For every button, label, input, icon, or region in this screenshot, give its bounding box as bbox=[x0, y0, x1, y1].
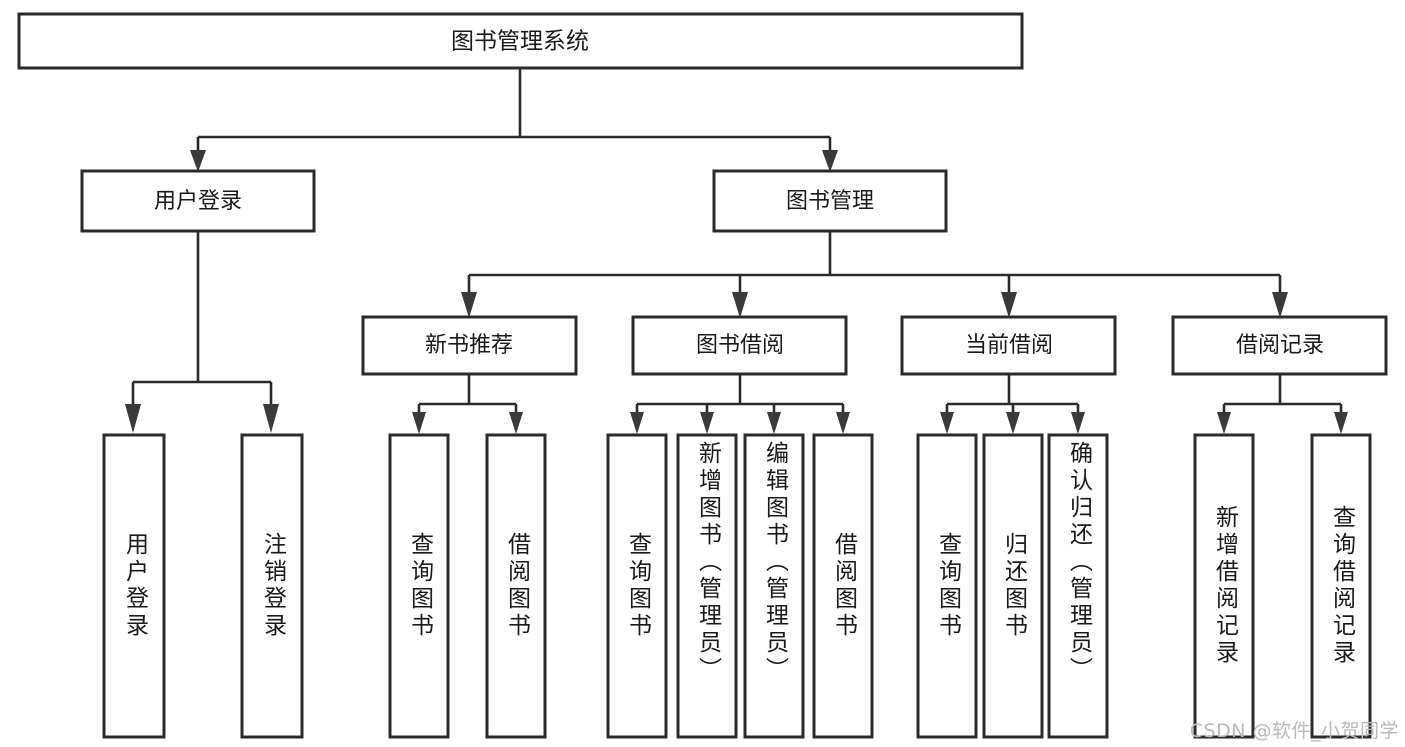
arrowhead-leaf-borrow-book-2 bbox=[836, 412, 850, 434]
leaf-query-book-1-label: 查询图书 bbox=[406, 532, 433, 640]
arrowhead-leaf-query-book-1 bbox=[412, 412, 426, 434]
leaf-edit-book-label: 编辑图书（管理员） bbox=[761, 441, 788, 684]
leaf-logout-login-box[interactable] bbox=[240, 433, 304, 739]
node-root-box[interactable] bbox=[17, 12, 1024, 70]
arrowhead-leaf-logout-login bbox=[263, 404, 279, 433]
arrowhead-book-borrow bbox=[732, 292, 748, 318]
leaf-add-book[interactable]: 新增图书（管理员） bbox=[678, 435, 736, 737]
node-user-login-box[interactable] bbox=[80, 169, 316, 233]
node-current-borrow-label: 当前借阅 bbox=[965, 333, 1053, 358]
leaf-query-book-2[interactable]: 查询图书 bbox=[608, 435, 666, 737]
connectors-layer bbox=[125, 68, 1348, 434]
leaf-query-record-box[interactable] bbox=[1310, 433, 1372, 739]
arrowhead-leaf-add-record bbox=[1217, 412, 1231, 434]
leaf-confirm-return-box[interactable] bbox=[1047, 433, 1109, 739]
leaf-query-record[interactable]: 查询借阅记录 bbox=[1312, 435, 1370, 737]
arrowhead-leaf-borrow-book-1 bbox=[509, 412, 523, 434]
node-book-borrow-label: 图书借阅 bbox=[696, 333, 784, 358]
arrowhead-leaf-query-record bbox=[1334, 412, 1348, 434]
node-borrow-record-box[interactable] bbox=[1171, 315, 1388, 376]
node-book-manage[interactable]: 图书管理 bbox=[712, 169, 948, 233]
leaf-add-book-label: 新增图书（管理员） bbox=[694, 441, 721, 684]
leaf-confirm-return-label: 确认归还（管理员） bbox=[1065, 441, 1092, 684]
node-borrow-record-label: 借阅记录 bbox=[1236, 333, 1324, 358]
node-book-borrow[interactable]: 图书借阅 bbox=[631, 315, 848, 376]
leaf-return-book-label: 归还图书 bbox=[1000, 532, 1027, 640]
leaf-user-login-label: 用户登录 bbox=[121, 532, 148, 640]
arrowhead-current-borrow bbox=[1001, 292, 1017, 318]
leaf-borrow-book-1-box[interactable] bbox=[485, 433, 547, 739]
arrowhead-leaf-add-book bbox=[700, 412, 714, 434]
leaf-add-record[interactable]: 新增借阅记录 bbox=[1195, 435, 1253, 737]
node-current-borrow[interactable]: 当前借阅 bbox=[900, 315, 1117, 376]
arrowhead-leaf-edit-book bbox=[767, 412, 781, 434]
leaf-query-record-label: 查询借阅记录 bbox=[1328, 505, 1355, 667]
leaf-edit-book[interactable]: 编辑图书（管理员） bbox=[745, 435, 803, 737]
leaf-query-book-3[interactable]: 查询图书 bbox=[918, 435, 976, 737]
leaf-confirm-return[interactable]: 确认归还（管理员） bbox=[1049, 435, 1107, 737]
leaf-logout-login-label: 注销登录 bbox=[259, 532, 286, 640]
arrowhead-leaf-query-book-2 bbox=[630, 412, 644, 434]
leaf-add-book-box[interactable] bbox=[676, 433, 738, 739]
arrowhead-leaf-user-login bbox=[125, 404, 141, 433]
node-root[interactable]: 图书管理系统 bbox=[17, 12, 1024, 70]
arrowhead-borrow-record bbox=[1272, 292, 1288, 318]
leaf-add-record-box[interactable] bbox=[1193, 433, 1255, 739]
node-user-login-label: 用户登录 bbox=[154, 189, 242, 214]
node-new-book-recommend-label: 新书推荐 bbox=[425, 333, 513, 358]
arrowhead-leaf-return-book bbox=[1006, 412, 1020, 434]
leaf-query-book-3-label: 查询图书 bbox=[934, 532, 961, 640]
node-book-manage-label: 图书管理 bbox=[786, 189, 874, 214]
node-borrow-record[interactable]: 借阅记录 bbox=[1171, 315, 1388, 376]
leaf-borrow-book-2[interactable]: 借阅图书 bbox=[814, 435, 872, 737]
arrowhead-user-login bbox=[190, 150, 206, 172]
leaf-query-book-1[interactable]: 查询图书 bbox=[390, 435, 448, 737]
leaf-logout-login[interactable]: 注销登录 bbox=[242, 435, 302, 737]
leaf-add-record-label: 新增借阅记录 bbox=[1211, 505, 1238, 667]
leaf-query-book-1-box[interactable] bbox=[388, 433, 450, 739]
node-root-label: 图书管理系统 bbox=[451, 29, 589, 55]
arrowhead-new-book-recommend bbox=[461, 292, 477, 318]
leaf-return-book[interactable]: 归还图书 bbox=[984, 435, 1042, 737]
node-new-book-recommend[interactable]: 新书推荐 bbox=[361, 315, 578, 376]
leaf-user-login-box[interactable] bbox=[102, 433, 166, 739]
leaf-borrow-book-2-box[interactable] bbox=[812, 433, 874, 739]
node-book-borrow-box[interactable] bbox=[631, 315, 848, 376]
leaf-borrow-book-2-label: 借阅图书 bbox=[830, 532, 857, 640]
leaf-boxes-layer bbox=[102, 433, 1372, 739]
leaf-query-book-3-box[interactable] bbox=[916, 433, 978, 739]
arrowhead-leaf-query-book-3 bbox=[940, 412, 954, 434]
leaf-edit-book-box[interactable] bbox=[743, 433, 805, 739]
node-new-book-recommend-box[interactable] bbox=[361, 315, 578, 376]
arrowhead-book-manage bbox=[822, 150, 838, 172]
leaf-borrow-book-1[interactable]: 借阅图书 bbox=[487, 435, 545, 737]
leaf-user-login[interactable]: 用户登录 bbox=[104, 435, 164, 737]
arrowhead-leaf-confirm-return bbox=[1071, 412, 1085, 434]
leaf-query-book-2-box[interactable] bbox=[606, 433, 668, 739]
node-user-login[interactable]: 用户登录 bbox=[80, 169, 316, 233]
leaf-borrow-book-1-label: 借阅图书 bbox=[503, 532, 530, 640]
node-book-manage-box[interactable] bbox=[712, 169, 948, 233]
leaf-return-book-box[interactable] bbox=[982, 433, 1044, 739]
leaf-query-book-2-label: 查询图书 bbox=[624, 532, 651, 640]
csdn-watermark: CSDN @软件_小贺同学 bbox=[1189, 720, 1399, 742]
node-current-borrow-box[interactable] bbox=[900, 315, 1117, 376]
